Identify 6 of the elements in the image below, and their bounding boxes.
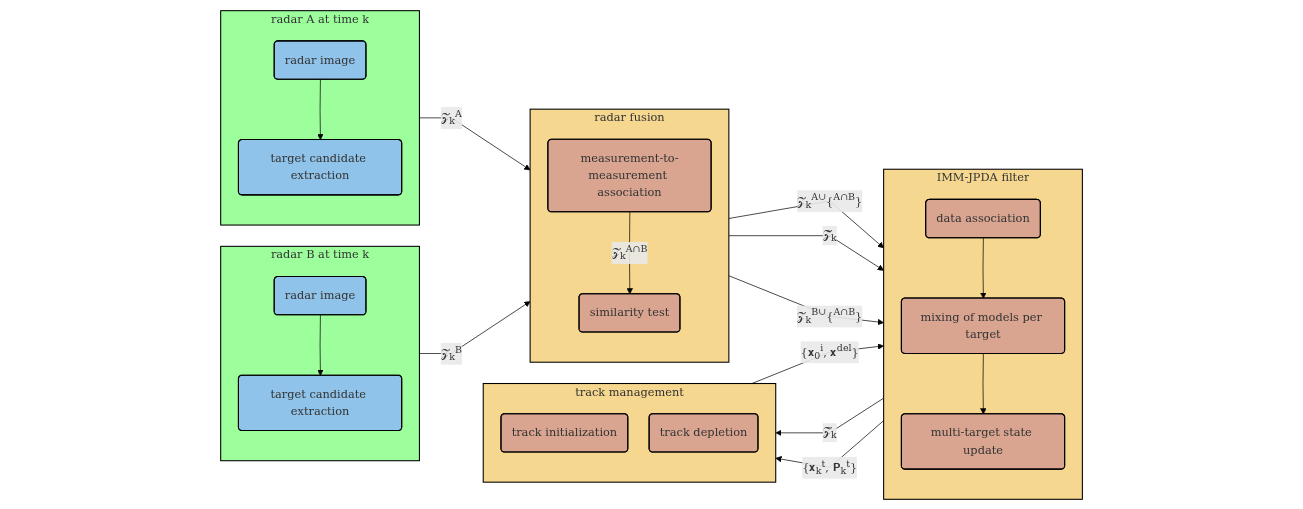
edge-label: 𝒵̃$_{k}$ bbox=[822, 226, 837, 243]
edge-label: {𝐱$_{k}$$^{t}$, 𝐏$_{k}$$^{t}$} bbox=[802, 457, 858, 476]
edge-label: {𝐱$_{0}$$^{i}$, 𝐱$^{del}$} bbox=[800, 342, 859, 361]
edge-label: 𝒵̂$_{k}$ bbox=[822, 424, 837, 440]
edge-label: 𝒵$_{k}$$^{A∪}${$^{A∩B}$} bbox=[797, 191, 863, 210]
edge-label: 𝒵$_{k}$$^{B∪}${$^{A∩B}$} bbox=[796, 306, 863, 325]
